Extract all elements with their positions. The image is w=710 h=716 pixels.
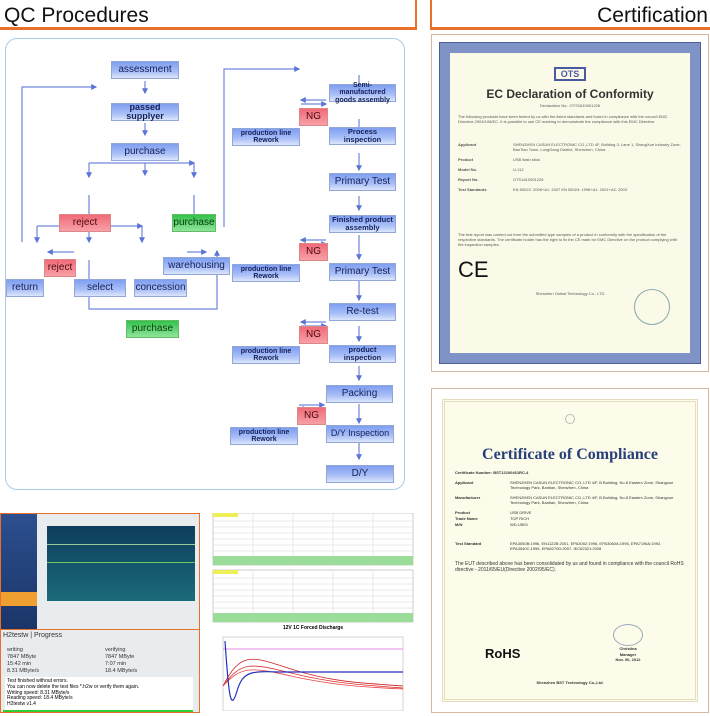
field-label: Product (458, 157, 474, 162)
verifying-size: 7847 MByte (105, 654, 135, 661)
flow-step-finished-assembly: Finished product assembly (329, 215, 396, 233)
field-value: WD-U503 (510, 522, 528, 527)
rework-step: production line Rework (230, 427, 298, 445)
cert-statement: The EUT described above has been consoli… (455, 561, 684, 573)
h2testw-title: H2testw | Progress (3, 632, 63, 639)
flow-step-purchase-concession: purchase (126, 320, 179, 338)
signature-stamp-icon (613, 624, 643, 647)
verifying-time: 7:07 min (105, 661, 127, 668)
ots-logo: OTS (554, 67, 586, 81)
writing-time: 15:42 min (7, 661, 32, 668)
table-grid (212, 512, 414, 623)
flow-step-reject: reject (59, 214, 111, 232)
flow-step-return: return (6, 279, 44, 297)
field-value: TOP RICH (510, 516, 529, 521)
cert-date: Nov. 06, 2012 (615, 657, 641, 663)
flow-step-primary-test: Primary Test (329, 173, 396, 191)
flow-step-purchase: purchase (111, 143, 179, 161)
flow-step-product-inspection: product inspection (329, 345, 396, 363)
signer-role: Manager (619, 651, 637, 657)
flow-step-primary-test-2: Primary Test (329, 263, 396, 281)
emblem-icon (565, 414, 575, 424)
cert-issuer: Shenzhen BST Technology Co.,Ltd. (536, 680, 604, 685)
cert-number: BST12100461RC-4 (493, 470, 529, 475)
qc-procedures-heading: QC Procedures (0, 0, 416, 30)
rework-step: production line Rework (232, 128, 300, 146)
tool-sidebar (1, 514, 37, 629)
rohs-certificate: Certificate of Compliance Certificate Nu… (431, 388, 709, 713)
divider (430, 0, 432, 30)
field-value: USB DRIVE (510, 510, 532, 515)
ng-label: NG (297, 407, 326, 425)
chart-title: 12V 1C Forced Discharge (282, 625, 344, 631)
field-label: Product (455, 510, 471, 515)
qc-flowchart: assessment passed supplyer purchase reje… (5, 38, 405, 490)
discharge-curves (222, 636, 404, 712)
field-label: Manufacturer (455, 495, 481, 500)
field-value: EN 55022: 2006+A1: 2007 EN 55024: 1998+A… (513, 187, 627, 192)
active-tool (1, 592, 37, 606)
field-value: SHENZHEN CASUN ELECTRONIC CO.,LTD 4/F, B… (510, 480, 674, 490)
h2testw-log: Test finished without errors. You can no… (5, 677, 193, 712)
field-label: Test Standard (455, 541, 482, 546)
cert-number-label: Certificate Number: (455, 470, 493, 475)
writing-speed: 8.31 MByte/s (7, 668, 40, 675)
progress-bar (3, 710, 193, 712)
battery-test-table (211, 512, 415, 625)
flow-step-reject-select: reject (44, 259, 76, 277)
signer-name: Christina (619, 646, 637, 652)
field-value: EPA3050B:1996, EN1122B:2001, EPA3052:199… (510, 541, 662, 551)
flow-step-semi-assembly: Semi-manufactured goods assembly (329, 82, 396, 104)
ec-declaration-certificate: OTS EC Declaration of Conformity Declara… (431, 34, 709, 372)
cert-title: EC Declaration of Conformity (486, 87, 654, 101)
field-label: Model No. (458, 167, 478, 172)
rework-step: production line Rework (232, 264, 300, 282)
verifying-speed: 18.4 MByte/s (105, 668, 138, 675)
cert-intro: The following products have been tested … (458, 114, 668, 124)
field-value: OTS1610001226 (513, 177, 544, 182)
field-label: M/N (455, 522, 463, 527)
flow-step-dy: D/Y (326, 465, 394, 483)
ng-label: NG (299, 243, 328, 261)
cert-outro: The test report was carried out from the… (458, 232, 677, 247)
field-label: Applicant (455, 480, 474, 485)
flow-step-concession: concession (134, 279, 187, 297)
field-label: Test Standards (458, 187, 487, 192)
ng-label: NG (299, 108, 328, 126)
stamp-icon (634, 289, 670, 325)
field-value: USB flash stick (513, 157, 540, 162)
verifying-label: verifying (105, 647, 126, 653)
speed-graph (47, 526, 195, 601)
field-label: Report No. (458, 177, 479, 182)
declaration-number: Declaration No.: OTS1610001226 (539, 103, 601, 108)
flow-step-process-inspection: Process inspection (329, 127, 396, 145)
ng-label: NG (299, 326, 328, 344)
field-label: Applicant (458, 142, 477, 147)
field-value: SHENZHEN CASUN ELECTRONIC CO.,LTD 4F, Bu… (513, 142, 681, 152)
cert-title: Certificate of Compliance (482, 446, 658, 463)
writing-size: 7847 MByte (7, 654, 37, 661)
field-label: Trade Name (455, 516, 478, 521)
writing-label: writing (7, 647, 23, 653)
flow-step-passed-supplier: passed supplyer (111, 102, 179, 121)
flow-step-retest: Re-test (329, 303, 396, 321)
cert-issuer: Shenzhen Oulest Technology Co., LTD (535, 291, 605, 296)
discharge-chart: 12V 1C Forced Discharge (211, 625, 415, 713)
field-value: U-112 (513, 167, 524, 172)
divider (415, 0, 417, 30)
flow-step-assessment: assessment (111, 61, 179, 79)
flow-step-warehousing: warehousing (163, 257, 230, 275)
flow-step-dy-inspection: D/Y Inspection (326, 425, 394, 443)
certification-heading: Certification (430, 0, 710, 30)
rework-step: production line Rework (232, 346, 300, 364)
rohs-mark: RoHS (485, 646, 521, 661)
flow-step-select: select (74, 279, 126, 297)
field-value: SHENZHEN CASUN ELECTRONIC CO.,LTD 4/F, B… (510, 495, 674, 505)
ce-mark: CE (458, 257, 489, 282)
flow-step-packing: Packing (326, 385, 393, 403)
flow-connectors (21, 66, 362, 461)
flow-step-purchase-approved: purchase (172, 214, 216, 232)
